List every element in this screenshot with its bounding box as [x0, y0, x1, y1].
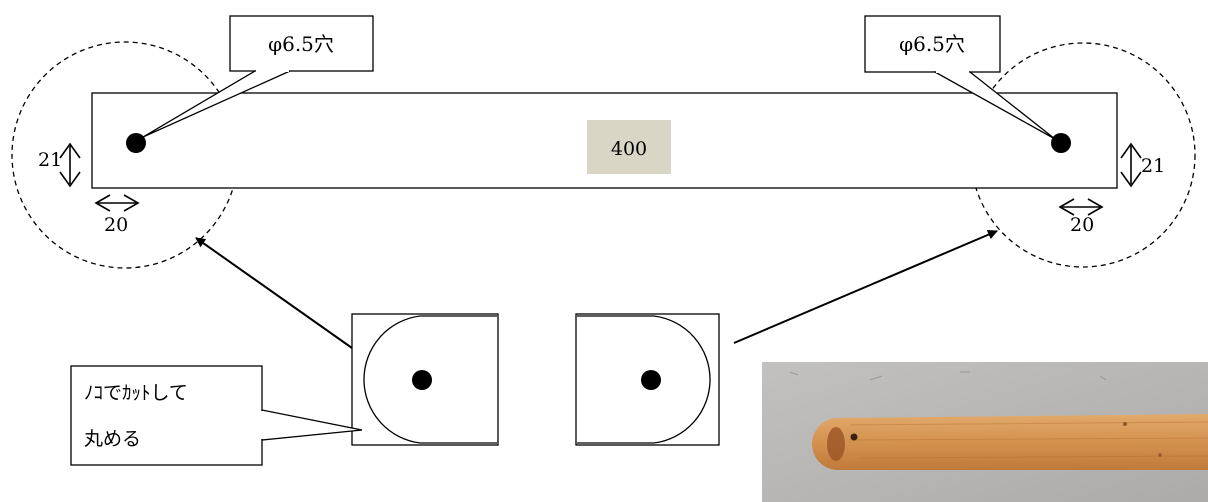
left-offset-value: 20	[104, 214, 128, 236]
right-end-hole	[641, 370, 661, 390]
left-callout-box	[229, 15, 374, 72]
right-callout-box	[864, 15, 1001, 73]
left-end-hole	[412, 370, 432, 390]
note-line-1: ﾉｺでｶｯﾄして	[84, 382, 188, 404]
left-end-rounded-profile	[363, 315, 497, 444]
right-offset-dimension	[1058, 198, 1104, 216]
length-label-bg	[587, 120, 671, 174]
right-callout-text: φ6.5穴	[899, 32, 965, 56]
note-callout-pointer	[261, 409, 363, 441]
stick-hole	[850, 433, 858, 441]
wood-stick	[812, 414, 1208, 470]
right-height-value: 21	[1141, 155, 1165, 177]
finished-stick-photo	[762, 362, 1208, 502]
stick-end-grain	[827, 427, 845, 461]
note-line-2: 丸める	[84, 428, 141, 450]
right-end-rounded-profile	[577, 315, 711, 444]
note-callout-box	[70, 365, 263, 466]
left-detail-arrow	[195, 237, 353, 349]
right-height-dimension	[1120, 142, 1142, 188]
left-hole	[126, 133, 146, 153]
right-offset-value: 20	[1070, 214, 1094, 236]
length-label: 400	[611, 138, 647, 160]
left-height-dimension	[59, 142, 81, 188]
right-detail-arrow	[733, 229, 998, 344]
left-height-value: 21	[38, 149, 62, 171]
left-offset-dimension	[94, 194, 140, 212]
right-hole	[1051, 133, 1071, 153]
left-callout-text: φ6.5穴	[268, 32, 334, 56]
